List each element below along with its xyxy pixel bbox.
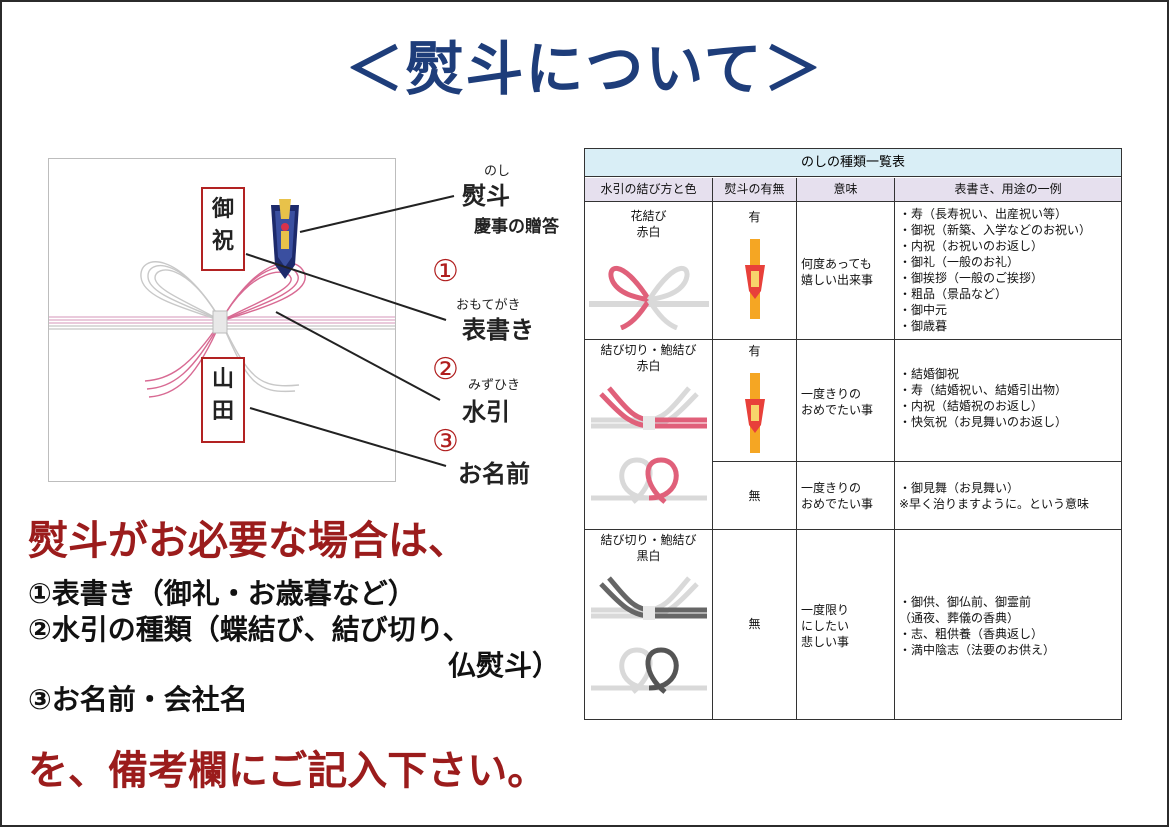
meaning-line: 何度あっても [801, 257, 872, 271]
name-char: 田 [211, 398, 234, 424]
use-item: ・粗品（景品など） [899, 287, 1008, 301]
knot-name: 結び切り・鮑結び [600, 533, 697, 547]
mizuhiki-ruby: みずひき [468, 378, 521, 393]
noshi-ruby: のし [484, 164, 511, 179]
use-item: ・御礼（一般のお礼） [899, 255, 1020, 269]
meaning-line: おめでたい事 [801, 403, 874, 417]
use-item: （通夜、葬儀の香典） [899, 611, 1020, 625]
noshi-icon [745, 239, 765, 319]
noshi-icon [745, 373, 765, 453]
table-header: 表書き、用途の一例 [895, 178, 1121, 202]
table-row: 結び切り・鮑結び 黒白 [585, 530, 713, 719]
noshi-ornament-icon [271, 199, 299, 279]
use-item: ・御見舞（お見舞い） [899, 481, 1020, 495]
name-box: 山 田 [201, 357, 245, 443]
noshi-presence: 有 [748, 210, 761, 224]
noshi-presence: 無 [713, 462, 797, 530]
use-item: ・御歳暮 [899, 319, 948, 333]
use-item: ・志、粗供養（香典返し） [899, 627, 1044, 641]
knot-color: 赤白 [636, 225, 661, 239]
table-row: 結び切り・鮑結び 赤白 [585, 340, 713, 530]
noshi-type-table: のしの種類一覧表 水引の結び方と色 熨斗の有無 意味 表書き、用途の一例 花結び… [584, 148, 1122, 720]
table-title: のしの種類一覧表 [585, 149, 1121, 177]
use-item: ・内祝（結婚祝のお返し） [899, 399, 1044, 413]
use-item: ・結婚御祝 [899, 367, 960, 381]
meaning-line: 悲しい事 [801, 635, 850, 649]
hana-musubi-icon [589, 266, 709, 331]
use-item: ・御挨拶（一般のご挨拶） [899, 271, 1044, 285]
table-header: 水引の結び方と色 [585, 178, 713, 202]
noshi-illustration: 御 祝 山 田 [48, 158, 396, 482]
meaning-line: 一度きりの [801, 387, 862, 401]
omotegaki-label: 表書き [462, 315, 534, 344]
sender-box: 御 祝 [201, 187, 245, 271]
knot-name: 結び切り・鮑結び [600, 343, 697, 357]
noshi-subtitle: 慶事の贈答 [474, 217, 559, 237]
use-item: ・御中元 [899, 303, 948, 317]
instruction-item-3: ③お名前・会社名 [28, 683, 248, 716]
meaning-line: 一度限り [801, 603, 850, 617]
musubikiri-black-icon [591, 576, 707, 694]
noshi-presence: 有 [748, 344, 761, 358]
musubikiri-red-icon [591, 386, 707, 504]
table-header: 意味 [797, 178, 895, 202]
knot-color: 黒白 [636, 549, 661, 563]
onamae-number: ③ [432, 424, 459, 459]
noshi-label: 熨斗 [462, 181, 510, 210]
name-char: 山 [211, 366, 234, 392]
mizuhiki-label: 水引 [462, 397, 510, 426]
page-title: ＜熨斗について＞ [345, 35, 824, 103]
sender-char: 御 [211, 196, 234, 222]
use-item: ・御祝（新築、入学などのお祝い） [899, 223, 1092, 237]
meaning-line: 嬉しい出来事 [801, 273, 874, 287]
instruction-item-2-cont: 仏熨斗） [448, 649, 561, 682]
knot-color: 赤白 [636, 359, 661, 373]
knot-name: 花結び [630, 209, 667, 223]
onamae-label: お名前 [458, 459, 530, 488]
instruction-item-1: ①表書き（御礼・お歳暮など） [28, 577, 416, 610]
instruction-item-2: ②水引の種類（蝶結び、結び切り、 [28, 613, 471, 646]
table-row: 花結び 赤白 [585, 202, 713, 340]
noshi-presence: 無 [713, 530, 797, 719]
sender-char: 祝 [211, 228, 234, 254]
meaning-line: おめでたい事 [801, 497, 874, 511]
use-item: ※早く治りますように。という意味 [899, 497, 1090, 511]
instruction-closing: を、備考欄にご記入下さい。 [28, 748, 548, 794]
use-item: ・御供、御仏前、御霊前 [899, 595, 1032, 609]
use-item: ・内祝（お祝いのお返し） [899, 239, 1044, 253]
use-item: ・寿（結婚祝い、結婚引出物） [899, 383, 1068, 397]
use-item: ・満中陰志（法要のお供え） [899, 643, 1056, 657]
omotegaki-number: ① [432, 254, 459, 289]
meaning-line: 一度きりの [801, 481, 862, 495]
use-item: ・寿（長寿祝い、出産祝い等） [899, 207, 1068, 221]
meaning-line: にしたい [801, 619, 850, 633]
instruction-heading: 熨斗がお必要な場合は、 [28, 518, 468, 564]
mizuhiki-number: ② [432, 352, 459, 387]
use-item: ・快気祝（お見舞いのお返し） [899, 415, 1068, 429]
table-header: 熨斗の有無 [713, 178, 797, 202]
omotegaki-ruby: おもてがき [456, 298, 521, 313]
